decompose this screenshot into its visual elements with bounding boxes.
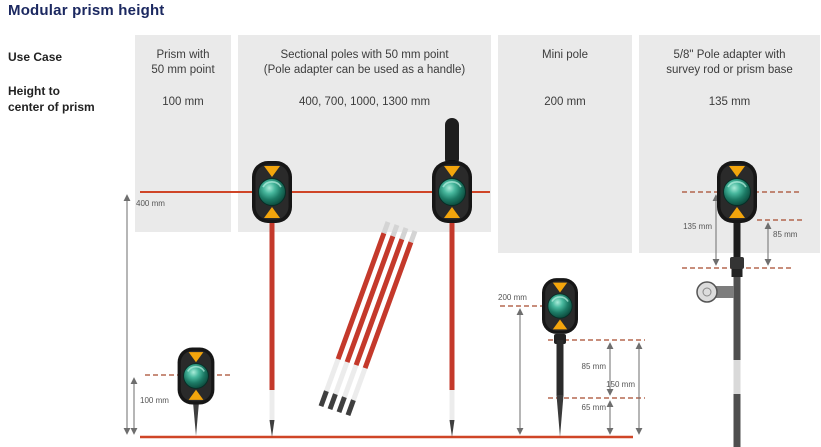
prism-point-spike bbox=[193, 402, 199, 436]
label-85mm-mini: 85 mm bbox=[581, 362, 606, 371]
bullseye-level bbox=[696, 281, 718, 303]
prism-target-50mm bbox=[176, 346, 216, 406]
height-value-sectional-poles: 400, 700, 1000, 1300 mm bbox=[298, 96, 431, 108]
label-100mm: 100 mm bbox=[140, 396, 169, 405]
label-200mm: 200 mm bbox=[498, 293, 527, 302]
column-mini-pole: Mini pole 200 mm bbox=[498, 35, 632, 253]
use-case-sectional-poles: Sectional poles with 50 mm point (Pole a… bbox=[263, 49, 466, 76]
row-label-height: Height to center of prism bbox=[8, 84, 95, 115]
column-sectional-poles: Sectional poles with 50 mm point (Pole a… bbox=[238, 35, 491, 232]
use-case-pole-adapter: 5/8" Pole adapter with survey rod or pri… bbox=[666, 49, 793, 76]
label-135mm: 135 mm bbox=[683, 222, 712, 231]
column-prism-50mm-point: Prism with 50 mm point 100 mm bbox=[135, 35, 231, 232]
level-clamp bbox=[716, 286, 734, 298]
height-value-prism-50mm: 100 mm bbox=[162, 96, 204, 108]
page-title: Modular prism height bbox=[8, 2, 165, 19]
sectional-pole-1 bbox=[269, 223, 275, 437]
label-65mm: 65 mm bbox=[581, 403, 606, 412]
row-label-use-case: Use Case bbox=[8, 50, 63, 64]
prism-target-mini bbox=[541, 277, 579, 335]
label-150mm: 150 mm bbox=[606, 380, 635, 389]
mini-pole-shaft bbox=[554, 334, 566, 437]
column-pole-adapter: 5/8" Pole adapter with survey rod or pri… bbox=[639, 35, 820, 253]
label-400mm: 400 mm bbox=[136, 199, 165, 208]
height-value-pole-adapter: 135 mm bbox=[708, 96, 751, 108]
use-case-prism-50mm: Prism with 50 mm point bbox=[151, 49, 215, 76]
use-case-mini-pole: Mini pole bbox=[541, 49, 589, 61]
label-85mm-adapter: 85 mm bbox=[773, 230, 798, 239]
height-value-mini-pole: 200 mm bbox=[544, 96, 586, 108]
pole-adapter-assembly bbox=[696, 223, 744, 447]
sectional-pole-bundle bbox=[318, 221, 418, 417]
